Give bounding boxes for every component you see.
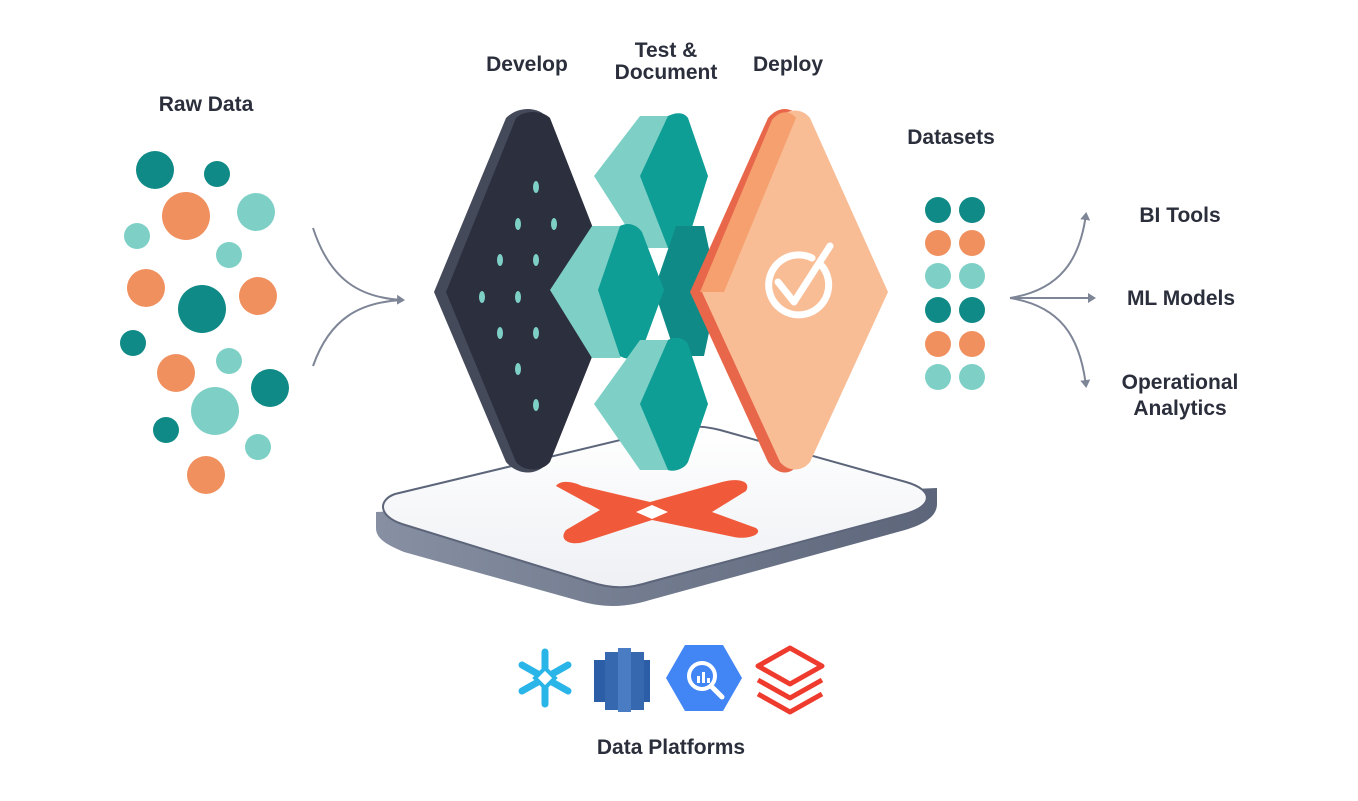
deploy-label: Deploy [752, 53, 823, 76]
test-label-line2: Document [614, 61, 718, 84]
develop-block [434, 109, 618, 473]
ml-models-label: ML Models [1126, 287, 1236, 310]
snowflake-icon [518, 648, 572, 708]
data-platforms-label: Data Platforms [596, 736, 746, 759]
output-arrows [1009, 212, 1096, 388]
databricks-icon [755, 645, 825, 715]
test-label-line1: Test & [634, 39, 698, 62]
input-arrows [312, 227, 405, 367]
bi-tools-label: BI Tools [1139, 204, 1221, 227]
redshift-icon [594, 648, 650, 712]
raw-data-label: Raw Data [158, 93, 254, 116]
dataset-bubbles [925, 197, 985, 390]
operational-label-line2: Analytics [1133, 397, 1227, 420]
checkmark-icon [765, 242, 834, 319]
test-document-blocks [550, 113, 718, 471]
develop-dots [479, 181, 557, 411]
datasets-label: Datasets [907, 126, 995, 149]
operational-label-line1: Operational [1121, 371, 1239, 394]
deploy-block [690, 109, 888, 473]
raw-data-bubbles [120, 151, 289, 494]
develop-label: Develop [486, 53, 568, 76]
bigquery-icon [666, 645, 742, 711]
